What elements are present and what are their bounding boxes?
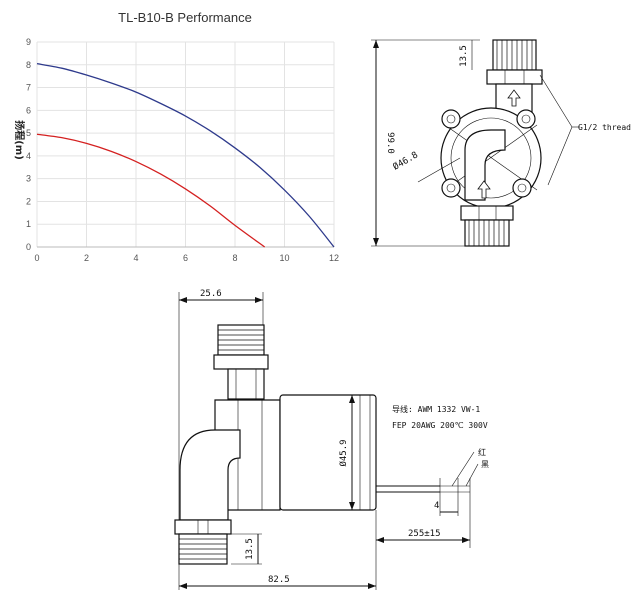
outlet-hex-nut	[213, 354, 269, 370]
outlet-thread-lines	[218, 329, 264, 351]
y-tick-label: 8	[26, 60, 31, 70]
y-tick-label: 1	[26, 219, 31, 229]
x-tick-label: 6	[183, 253, 188, 263]
screw-boss	[516, 109, 536, 129]
y-tick-label: 5	[26, 128, 31, 138]
screw-boss	[441, 109, 461, 129]
inlet-elbow	[464, 129, 506, 201]
wire-spec-line-2: FEP 20AWG 200℃ 300V	[392, 421, 488, 430]
diameter-leader	[417, 157, 461, 183]
bottom-thread-lines	[468, 220, 505, 246]
thread-leader	[547, 126, 573, 186]
chart-series	[36, 62, 335, 248]
wire-label-red: 红	[478, 447, 486, 457]
inlet-hex-nut	[174, 519, 232, 535]
height-dim-text: 99.0	[385, 132, 395, 154]
pump-side-view: 25.6 13.5	[174, 289, 489, 590]
wire-label-black: 黑	[481, 460, 489, 469]
y-tick-label: 4	[26, 151, 31, 161]
motor-diameter-text: Ø45.9	[338, 439, 349, 466]
pump-front-view: 99.0 13.5	[371, 39, 631, 247]
flow-arrow-up	[507, 89, 521, 107]
total-dim-text: 82.5	[268, 575, 290, 585]
bottom-hex-nut	[460, 205, 514, 221]
screw-boss	[512, 178, 532, 198]
chart-title: TL-B10-B Performance	[118, 10, 252, 25]
y-tick-label: 0	[26, 242, 31, 252]
pump-housing-inner	[450, 117, 532, 199]
inlet-thread-lines	[179, 538, 227, 560]
x-tick-label: 10	[279, 253, 289, 263]
bottom-thread	[464, 219, 510, 247]
x-tick-label: 8	[232, 253, 237, 263]
y-tick-label: 6	[26, 105, 31, 115]
y-axis-label: 扬程(m)	[13, 120, 26, 160]
top-hex-nut	[486, 69, 543, 85]
x-tick-label: 12	[329, 253, 339, 263]
motor-housing	[279, 394, 377, 511]
inlet-thread-dim-text: 13.5	[245, 538, 255, 560]
y-tick-labels: 0 1 2 3 4 5 6 7 8 9	[26, 37, 31, 252]
flow-arrow-up	[477, 180, 491, 199]
x-tick-label: 0	[34, 253, 39, 263]
x-tick-label: 4	[133, 253, 138, 263]
wire-spec-line-1: 导线: AWM 1332 VW-1	[392, 404, 480, 414]
screw-boss	[441, 178, 461, 198]
wire-length-dim-text: 255±15	[408, 529, 441, 539]
series-line-2	[36, 133, 266, 248]
top-dim-text: 25.6	[200, 289, 222, 299]
thread-dim-text: 13.5	[459, 45, 469, 67]
arrow-head	[373, 40, 379, 48]
y-tick-label: 3	[26, 174, 31, 184]
y-tick-label: 9	[26, 37, 31, 47]
top-thread-lines	[496, 40, 533, 70]
arrow-head	[373, 238, 379, 246]
x-tick-labels: 0 2 4 6 8 10 12	[34, 253, 339, 263]
y-tick-label: 7	[26, 83, 31, 93]
chart-grid	[36, 41, 335, 248]
outlet-pipe	[227, 368, 265, 400]
top-thread	[492, 39, 537, 71]
thread-note: G1/2 thread	[578, 123, 631, 132]
strip-dim-text: 4	[434, 501, 439, 511]
thread-leader	[539, 74, 573, 128]
y-tick-label: 2	[26, 196, 31, 206]
series-line-1	[36, 62, 335, 248]
x-tick-label: 2	[84, 253, 89, 263]
